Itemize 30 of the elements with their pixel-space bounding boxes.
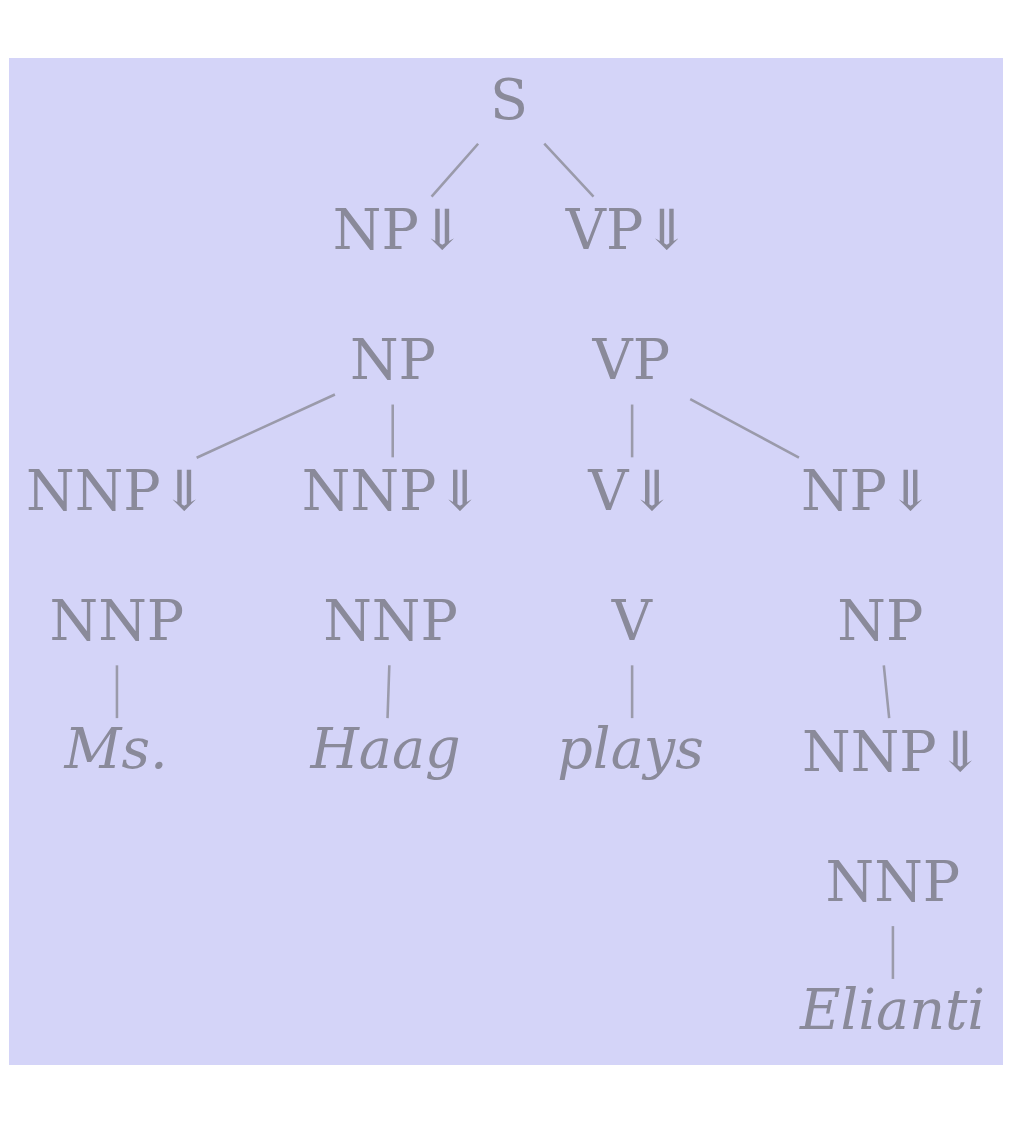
connector xyxy=(115,664,118,718)
connector xyxy=(385,664,391,718)
node-text: NNP⇓ xyxy=(801,718,983,784)
node-text: NP xyxy=(349,326,436,392)
connector xyxy=(689,397,800,459)
connector xyxy=(891,925,894,979)
connector xyxy=(390,404,394,457)
connector xyxy=(630,664,633,718)
node-text: NNP xyxy=(49,587,184,653)
connector xyxy=(882,664,890,718)
node-text: Ms. xyxy=(64,715,168,781)
node-text: S xyxy=(489,66,528,132)
node-text: plays xyxy=(556,715,704,781)
node-text: V xyxy=(611,587,652,653)
node-text: VP⇓ xyxy=(565,196,690,262)
node-text: Haag xyxy=(309,715,461,781)
node-text: Elianti xyxy=(799,976,985,1042)
connector xyxy=(542,142,594,197)
node-text: NNP xyxy=(825,848,960,914)
node-text: NP xyxy=(836,587,923,653)
connector xyxy=(630,404,633,457)
node-text: NP⇓ xyxy=(800,457,934,523)
node-text: NP⇓ xyxy=(332,196,465,262)
node-text: VP xyxy=(592,326,670,392)
node-text: NNP⇓ xyxy=(25,457,207,523)
node-text: NNP xyxy=(322,587,458,653)
node-text: V⇓ xyxy=(587,457,675,523)
connector xyxy=(430,142,479,197)
connector xyxy=(195,392,335,459)
node-text: NNP⇓ xyxy=(301,457,483,523)
